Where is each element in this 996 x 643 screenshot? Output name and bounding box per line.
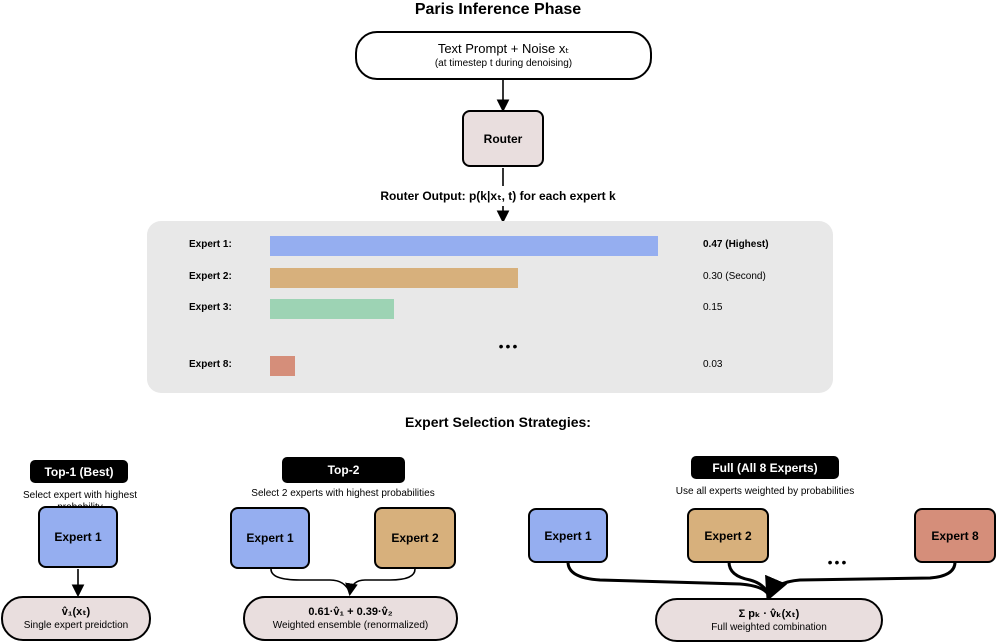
full-result: Σ pₖ · v̂ₖ(xₜ) Full weighted combination (655, 598, 883, 642)
expert-probability-value: 0.15 (703, 302, 723, 313)
top1-result-formula: v̂₁(xₜ) (61, 606, 91, 618)
top2-description: Select 2 experts with highest probabilit… (251, 488, 435, 499)
full-expert-8: Expert 8 (914, 508, 996, 563)
full-expert-1: Expert 1 (528, 508, 608, 563)
full-arrow-expert8 (765, 561, 957, 602)
expert-probability-bar (270, 299, 394, 319)
expert-probability-value: 0.30 (Second) (703, 271, 766, 282)
expert-probability-value: 0.03 (703, 359, 723, 370)
input-line1: Text Prompt + Noise xₜ (437, 41, 570, 56)
expert-probability-bar (270, 268, 518, 288)
top1-expert-1: Expert 1 (38, 506, 118, 568)
top1-tag: Top-1 (Best) (30, 460, 128, 483)
full-arrow-expert1 (566, 561, 771, 597)
top2-arrow-right (345, 568, 416, 597)
full-expert-2: Expert 2 (687, 508, 769, 563)
expert-row-label: Expert 3: (189, 302, 232, 313)
input-line2: (at timestep t during denoising) (434, 58, 573, 69)
full-result-formula: Σ pₖ · v̂ₖ(xₜ) (738, 607, 800, 620)
expert-row-label: Expert 8: (189, 359, 232, 370)
top2-result: 0.61·v̂₁ + 0.39·v̂₂ Weighted ensemble (r… (243, 596, 458, 641)
expert-row-label: Expert 2: (189, 271, 232, 282)
full-result-caption: Full weighted combination (711, 621, 827, 633)
page-title: Paris Inference Phase (414, 1, 582, 18)
expert-probability-bar (270, 236, 658, 256)
top2-expert-2: Expert 2 (374, 507, 456, 569)
full-ellipsis: ••• (827, 554, 849, 570)
input-node: Text Prompt + Noise xₜ (at timestep t du… (355, 31, 652, 80)
top2-expert-1: Expert 1 (230, 507, 310, 569)
top1-result: v̂₁(xₜ) Single expert preidction (1, 596, 151, 641)
router-output-label: Router Output: p(k|xₜ, t) for each exper… (380, 189, 616, 203)
top2-arrow-left (270, 568, 351, 594)
panel-ellipsis: ••• (498, 338, 520, 354)
strategies-title: Expert Selection Strategies: (405, 414, 591, 430)
full-description: Use all experts weighted by probabilitie… (675, 486, 855, 497)
top1-result-caption: Single expert preidction (23, 620, 129, 631)
router-node: Router (462, 110, 544, 167)
expert-row-label: Expert 1: (189, 239, 232, 250)
top2-tag: Top-2 (282, 457, 405, 483)
expert-probability-bar (270, 356, 295, 376)
full-tag: Full (All 8 Experts) (691, 456, 839, 479)
top2-result-formula: 0.61·v̂₁ + 0.39·v̂₂ (308, 606, 393, 618)
expert-probability-value: 0.47 (Highest) (703, 239, 769, 250)
top2-result-caption: Weighted ensemble (renormalized) (272, 620, 429, 631)
